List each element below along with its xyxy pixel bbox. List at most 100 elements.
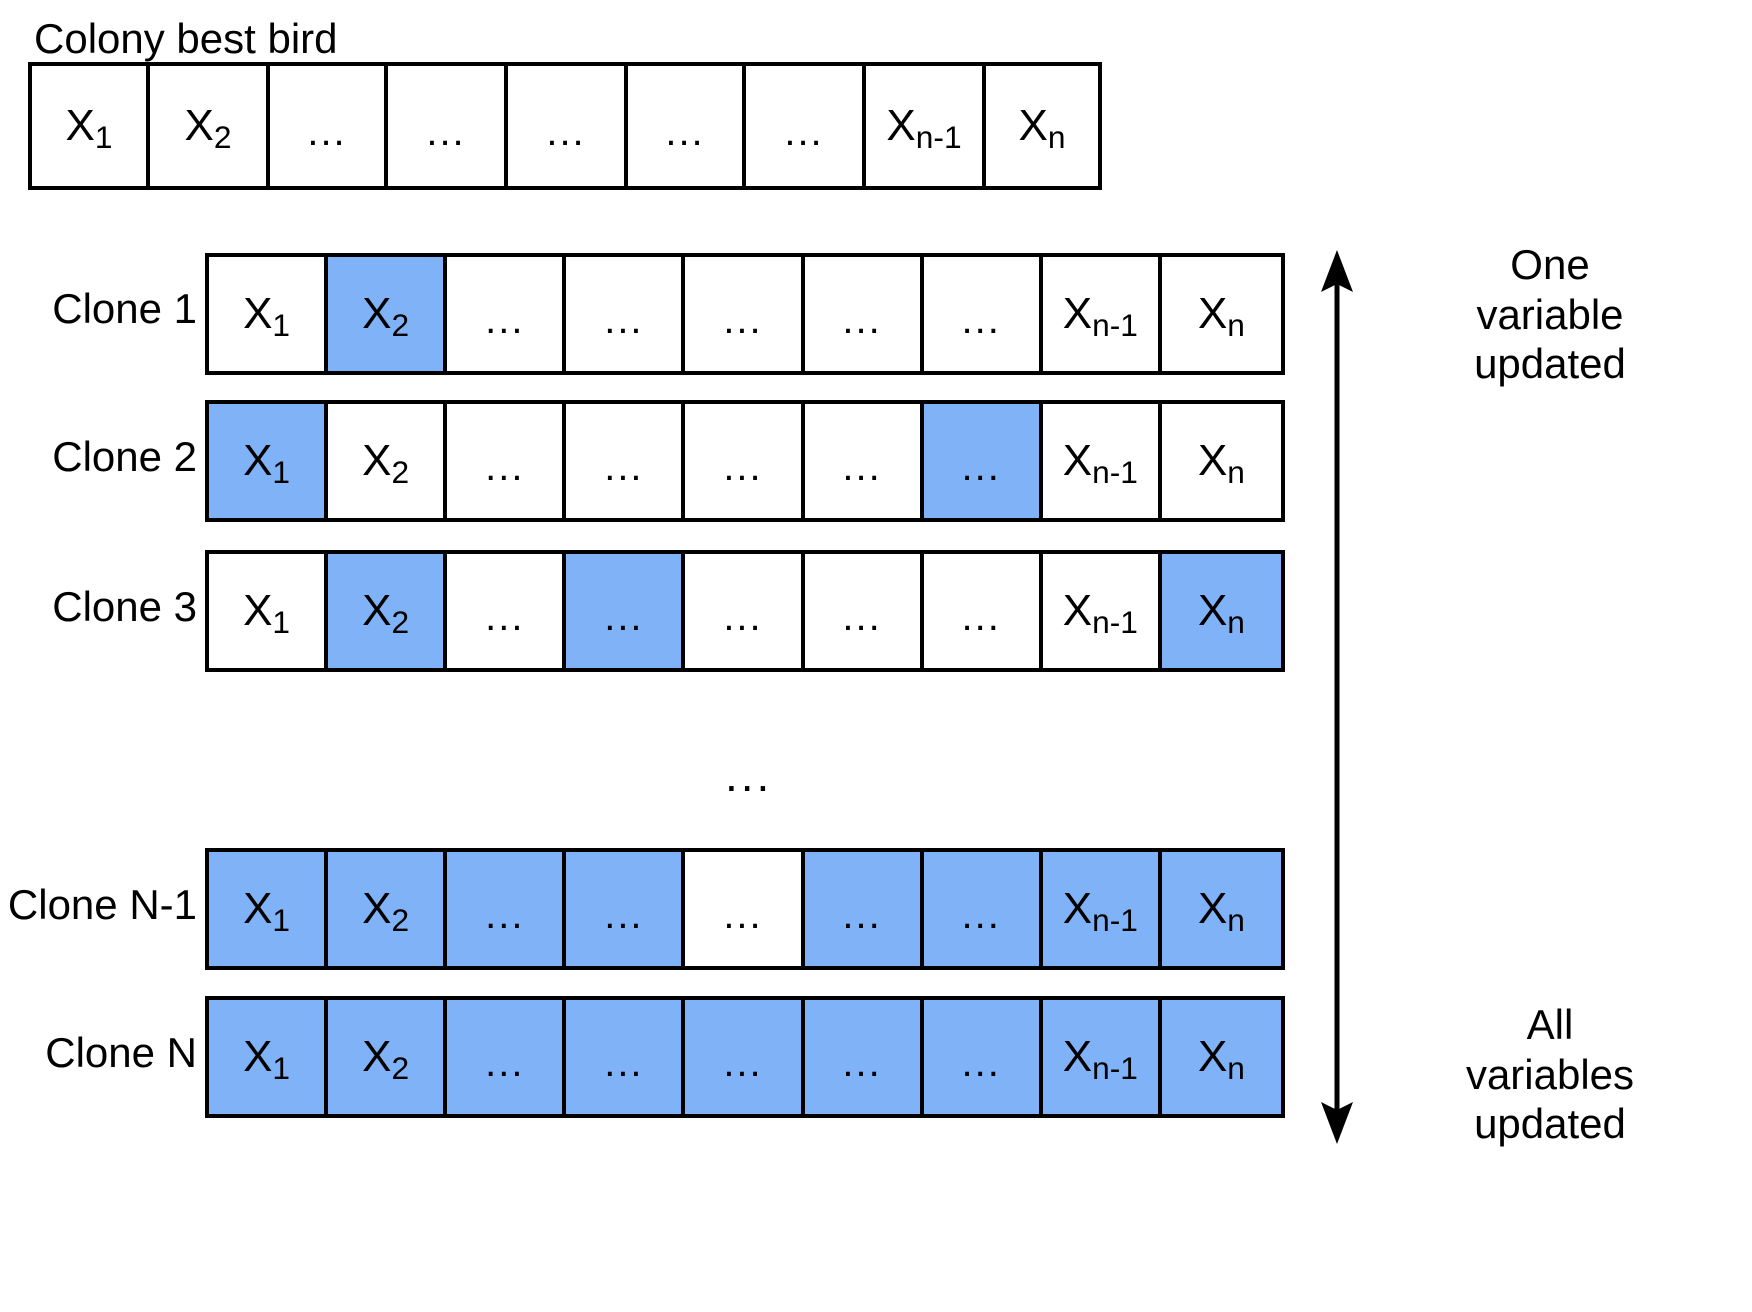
cell-glyph: ... — [307, 110, 347, 154]
cell-glyph: Xn — [1018, 101, 1066, 156]
cell-glyph: X2 — [184, 101, 232, 156]
cell-glyph: ... — [485, 298, 525, 342]
clone1-cell-3: ... — [447, 257, 567, 371]
cell-glyph: ... — [961, 298, 1001, 342]
cell-glyph: ... — [842, 1041, 882, 1085]
colony-best-bird-label: Colony best bird — [34, 15, 338, 62]
cell-glyph: Xn — [1197, 1032, 1245, 1087]
clone2-cell-7: ... — [923, 404, 1043, 518]
cell-glyph: Xn-1 — [886, 101, 962, 156]
cell-glyph: ... — [485, 893, 525, 937]
best-bird-cell-8: Xn-1 — [866, 66, 986, 186]
clone5-cell-7: ... — [923, 1000, 1043, 1114]
clone4-cell-9: Xn — [1161, 852, 1281, 966]
clone1-cell-8: Xn-1 — [1042, 257, 1162, 371]
best-bird-cell-1: X1 — [32, 66, 150, 186]
cell-glyph: ... — [604, 595, 644, 639]
clone5-cell-9: Xn — [1161, 1000, 1281, 1114]
clone1-cell-1: X1 — [209, 257, 329, 371]
cell-glyph: X1 — [243, 884, 291, 939]
cell-glyph: Xn-1 — [1062, 289, 1138, 344]
clone5-cell-6: ... — [804, 1000, 924, 1114]
clone3-cell-1: X1 — [209, 554, 329, 668]
cell-glyph: ... — [604, 298, 644, 342]
clone3-cell-9: Xn — [1161, 554, 1281, 668]
cell-glyph: ... — [546, 110, 586, 154]
cell-glyph: ... — [961, 1041, 1001, 1085]
cell-glyph: X1 — [65, 101, 113, 156]
clone-label-3: Clone 3 — [52, 583, 197, 630]
cell-glyph: ... — [961, 893, 1001, 937]
cell-glyph: X2 — [362, 586, 410, 641]
clone-vector-3: X1 X2............... Xn-1 Xn — [205, 550, 1285, 672]
cell-glyph: ... — [604, 1041, 644, 1085]
clone5-cell-5: ... — [685, 1000, 805, 1114]
clone2-cell-4: ... — [566, 404, 686, 518]
clone2-cell-6: ... — [804, 404, 924, 518]
clone1-cell-9: Xn — [1161, 257, 1281, 371]
cell-glyph: Xn-1 — [1062, 436, 1138, 491]
clone-label-2: Clone 2 — [52, 433, 197, 480]
clone1-cell-7: ... — [923, 257, 1043, 371]
cell-glyph: Xn — [1197, 436, 1245, 491]
clone-vector-4: X1 X2............... Xn-1 Xn — [205, 848, 1285, 970]
clone5-cell-4: ... — [566, 1000, 686, 1114]
clone-vector-2: X1 X2............... Xn-1 Xn — [205, 400, 1285, 522]
clone1-cell-6: ... — [804, 257, 924, 371]
clone5-cell-8: Xn-1 — [1042, 1000, 1162, 1114]
cell-glyph: ... — [842, 445, 882, 489]
cell-glyph: ... — [426, 110, 466, 154]
clone-vector-5: X1 X2............... Xn-1 Xn — [205, 996, 1285, 1118]
clone4-cell-5: ... — [685, 852, 805, 966]
clone2-cell-1: X1 — [209, 404, 329, 518]
clone5-cell-1: X1 — [209, 1000, 329, 1114]
clone5-cell-2: X2 — [328, 1000, 448, 1114]
best-bird-cell-2: X2 — [150, 66, 270, 186]
cell-glyph: ... — [961, 595, 1001, 639]
cell-glyph: ... — [723, 298, 763, 342]
cell-glyph: X1 — [243, 289, 291, 344]
vertical-ellipsis: ... — [725, 749, 773, 801]
cell-glyph: ... — [665, 110, 705, 154]
clone3-cell-7: ... — [923, 554, 1043, 668]
colony-best-bird-vector: X1 X2............... Xn-1 Xn — [28, 62, 1102, 190]
clone4-cell-4: ... — [566, 852, 686, 966]
cell-glyph: ... — [723, 893, 763, 937]
cell-glyph: Xn — [1197, 586, 1245, 641]
cell-glyph: ... — [604, 445, 644, 489]
cell-glyph: ... — [723, 445, 763, 489]
clone3-cell-6: ... — [804, 554, 924, 668]
clone3-cell-4: ... — [566, 554, 686, 668]
cell-glyph: X1 — [243, 1032, 291, 1087]
annotation-one-variable-updated: One variable updated — [1474, 241, 1626, 388]
cell-glyph: X2 — [362, 884, 410, 939]
clone3-cell-2: X2 — [328, 554, 448, 668]
cell-glyph: X2 — [362, 436, 410, 491]
cell-glyph: ... — [485, 595, 525, 639]
cell-glyph: Xn — [1197, 884, 1245, 939]
cell-glyph: ... — [485, 1041, 525, 1085]
clone4-cell-1: X1 — [209, 852, 329, 966]
cell-glyph: ... — [784, 110, 824, 154]
cell-glyph: X2 — [362, 1032, 410, 1087]
clone2-cell-5: ... — [685, 404, 805, 518]
best-bird-cell-5: ... — [508, 66, 628, 186]
clone-label-4: Clone N-1 — [7, 881, 197, 928]
clone3-cell-5: ... — [685, 554, 805, 668]
clone3-cell-8: Xn-1 — [1042, 554, 1162, 668]
cell-glyph: Xn-1 — [1062, 884, 1138, 939]
cell-glyph: X1 — [243, 586, 291, 641]
clone4-cell-8: Xn-1 — [1042, 852, 1162, 966]
best-bird-cell-7: ... — [746, 66, 866, 186]
clone5-cell-3: ... — [447, 1000, 567, 1114]
clone2-cell-3: ... — [447, 404, 567, 518]
best-bird-cell-9: Xn — [986, 66, 1098, 186]
cell-glyph: ... — [604, 893, 644, 937]
cell-glyph: ... — [842, 893, 882, 937]
clone-label-1: Clone 1 — [52, 285, 197, 332]
clone1-cell-5: ... — [685, 257, 805, 371]
clone4-cell-6: ... — [804, 852, 924, 966]
clone4-cell-7: ... — [923, 852, 1043, 966]
clone4-cell-2: X2 — [328, 852, 448, 966]
